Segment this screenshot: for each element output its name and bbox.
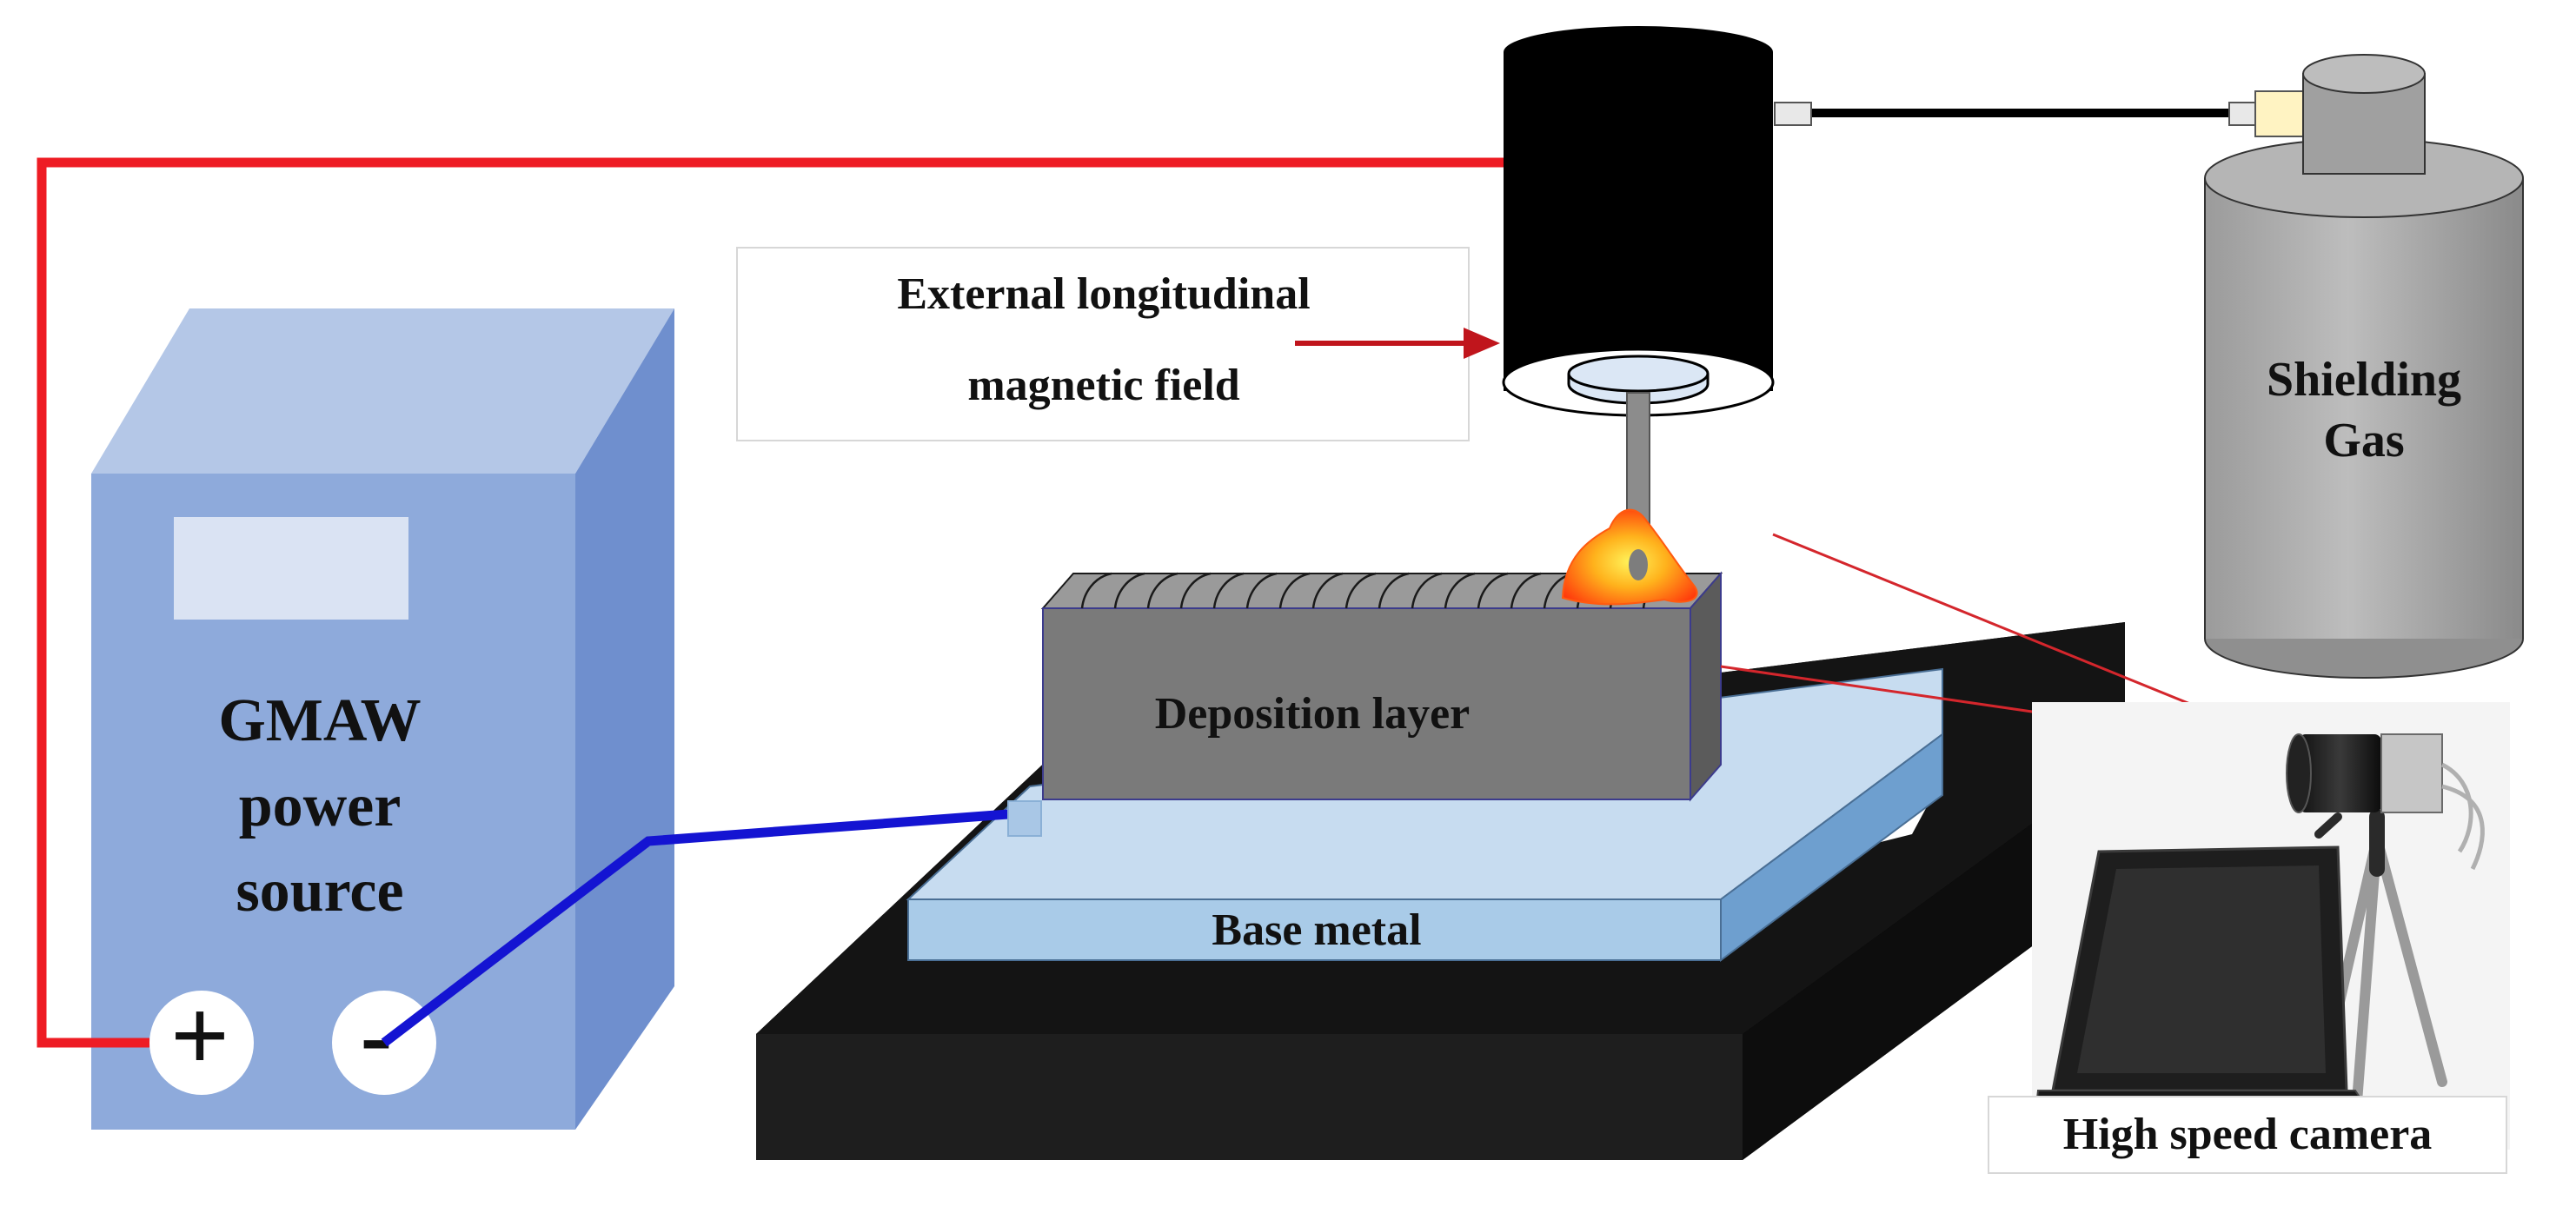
weld-bead-ripple bbox=[1311, 572, 1344, 609]
camera-label-box bbox=[1988, 1096, 2507, 1174]
welding-arc bbox=[1561, 508, 1698, 606]
deposition-layer bbox=[1040, 571, 1723, 802]
power-source-cabinet bbox=[91, 308, 674, 1130]
welding-torch bbox=[1502, 26, 1775, 541]
power-source-display bbox=[174, 517, 408, 620]
magnetic-field-label-line2: magnetic field bbox=[967, 361, 1239, 410]
deposition-layer-label: Deposition layer bbox=[1155, 689, 1471, 739]
weld-bead-ripple bbox=[1344, 572, 1377, 609]
positive-terminal-sign: + bbox=[170, 978, 229, 1093]
weld-bead-ripple bbox=[1477, 572, 1509, 609]
positive-terminal bbox=[149, 991, 254, 1095]
weld-bead-ripple bbox=[1378, 572, 1410, 609]
power-source-label-line1: GMAW bbox=[218, 687, 421, 754]
magnetic-field-arrow bbox=[1295, 328, 1500, 359]
weld-bead-ripple bbox=[1444, 572, 1476, 609]
weld-bead-ripple bbox=[1510, 572, 1542, 609]
weld-bead-ripple bbox=[1278, 572, 1311, 609]
weld-bead-ripple bbox=[1113, 572, 1145, 609]
weld-bead-ripple bbox=[1080, 572, 1112, 609]
shielding-gas-label-line1: Shielding bbox=[2267, 353, 2461, 407]
weld-bead-ripple bbox=[1179, 572, 1212, 609]
ground-clamp bbox=[1007, 800, 1042, 837]
weld-bead-ripple bbox=[1411, 572, 1443, 609]
base-metal-label: Base metal bbox=[1212, 905, 1421, 955]
tripod bbox=[2314, 809, 2447, 1107]
shielding-gas-label-line2: Gas bbox=[2323, 414, 2404, 467]
weld-bead-ripple bbox=[1245, 572, 1278, 609]
magnetic-field-label-line1: External longitudinal bbox=[897, 269, 1310, 319]
positive-cable bbox=[37, 157, 1504, 1048]
power-source-label-line3: source bbox=[236, 858, 403, 925]
camera-label: High speed camera bbox=[2063, 1110, 2433, 1159]
power-source-label-line2: power bbox=[239, 772, 402, 839]
gas-hose bbox=[1774, 90, 2307, 137]
weld-bead-ripple bbox=[1146, 572, 1178, 609]
high-speed-camera bbox=[2286, 733, 2485, 871]
weld-bead-ripple bbox=[1212, 572, 1245, 609]
negative-cable bbox=[381, 809, 1009, 1047]
shielding-gas-cylinder bbox=[2204, 54, 2524, 679]
